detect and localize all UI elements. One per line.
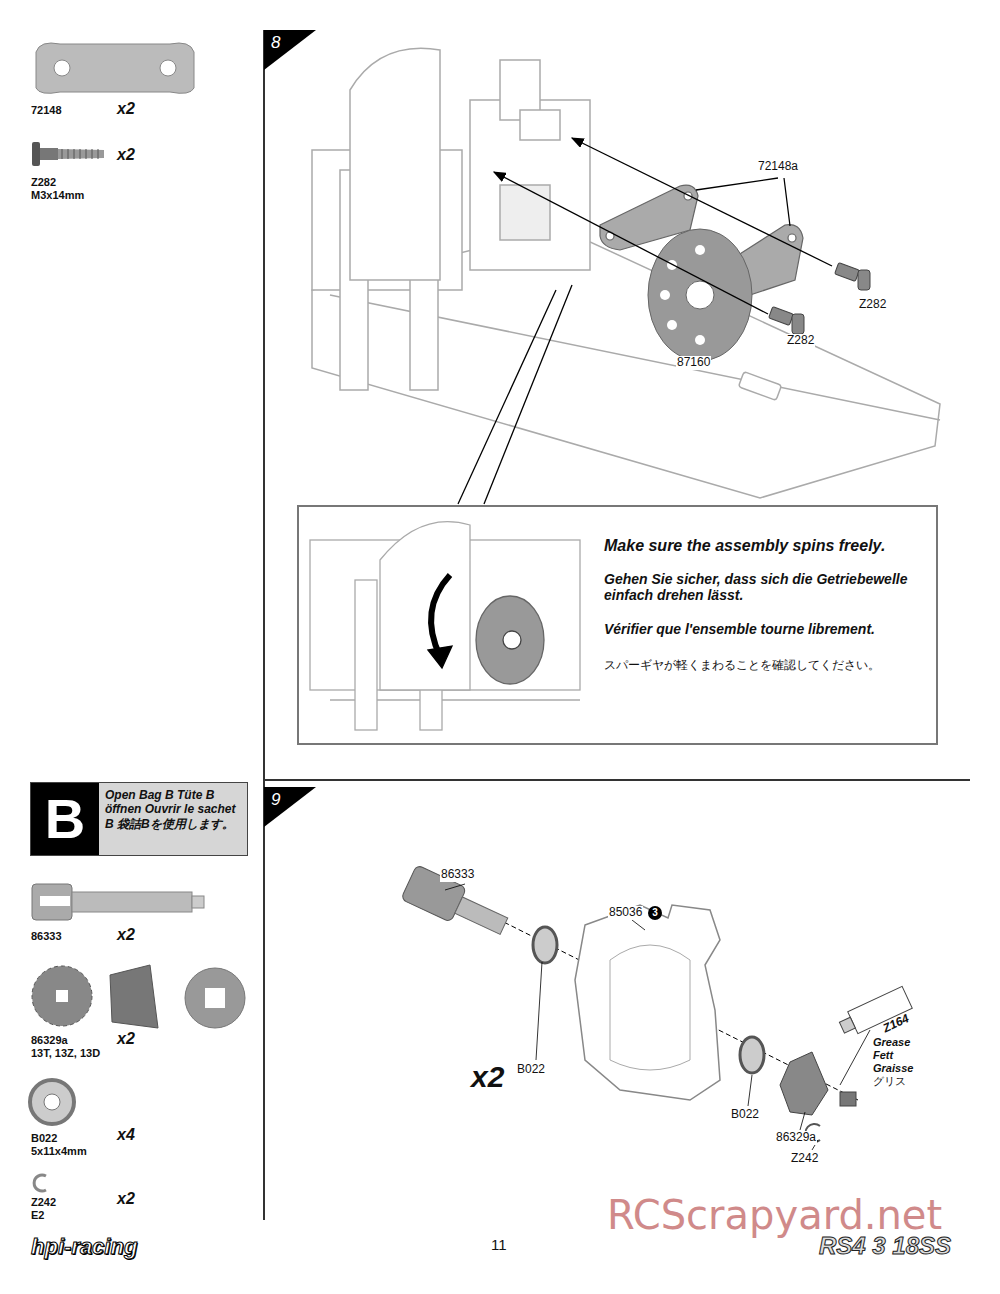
quantity: x2 (116, 1030, 136, 1048)
bag-instruction: Open Bag B Tüte B öffnen Ouvrir le sache… (99, 783, 247, 855)
part-label: Z242 (790, 1152, 819, 1166)
part-label: 11 (490, 1236, 508, 1253)
part-label: B022 (730, 1108, 760, 1122)
part-label: 86329a (30, 1034, 69, 1047)
spur-gear (648, 229, 752, 361)
quantity: x2 (116, 146, 136, 164)
part-label: E2 (30, 1209, 45, 1222)
part-label: 86329a (775, 1131, 817, 1145)
quantity: x2 (116, 1190, 136, 1208)
step-number: 8 (264, 30, 316, 53)
part-label: 13T, 13Z, 13D (30, 1047, 101, 1060)
part-label: 87160 (676, 356, 711, 370)
assembly-arrows (458, 138, 832, 504)
note-text: Make sure the assembly spins freely. (604, 537, 922, 555)
callout-number: 3 (648, 906, 662, 920)
inset-drawing (310, 522, 580, 730)
bag-letter: B (31, 783, 99, 855)
part-label: M3x14mm (30, 189, 85, 202)
part-label: B022 (516, 1063, 546, 1077)
part-label: 72148 (30, 104, 63, 117)
quantity: x2 (470, 1060, 505, 1095)
part-label: Z282 (786, 334, 815, 348)
part-label: Z282 (858, 298, 887, 312)
part-label: 5x11x4mm (30, 1145, 88, 1158)
step-number-badge: 9 (264, 787, 316, 827)
watermark: RCScrapyard.net (606, 1192, 943, 1238)
bag-box: BOpen Bag B Tüte B öffnen Ouvrir le sach… (30, 782, 248, 856)
part-label: 85036 (608, 906, 643, 920)
note-box: Make sure the assembly spins freely. Gehe… (297, 505, 938, 745)
part-label: 86333 (440, 868, 475, 882)
part-label: グリス (872, 1075, 907, 1088)
parts-icons-b (30, 884, 245, 1191)
note-text: Vérifier que l'ensemble tourne librement… (604, 621, 922, 637)
part-label: Fett (872, 1049, 894, 1062)
screws (769, 263, 870, 334)
brand-logo: hpi-racing (30, 1234, 138, 1259)
step-number: 9 (264, 787, 316, 810)
step-number-badge: 8 (264, 30, 316, 70)
part-label: Grease (872, 1036, 911, 1049)
quantity: x2 (116, 100, 136, 118)
part-label: B022 (30, 1132, 58, 1145)
part-label: 86333 (30, 930, 63, 943)
quantity: x4 (116, 1126, 136, 1144)
part-label: Graisse (872, 1062, 914, 1075)
diff-assembly-drawing (401, 865, 912, 1150)
part-label: Z242 (30, 1196, 57, 1209)
note-text: スパーギヤが軽くまわることを確認してください。 (604, 657, 922, 674)
part-label: 72148a (757, 160, 799, 174)
quantity: x2 (116, 926, 136, 944)
part-label: Z282 (30, 176, 57, 189)
chassis-drawing (312, 48, 940, 498)
panel-lines (264, 30, 970, 1220)
note-text: Gehen Sie sicher, dass sich die Getriebe… (604, 571, 922, 603)
